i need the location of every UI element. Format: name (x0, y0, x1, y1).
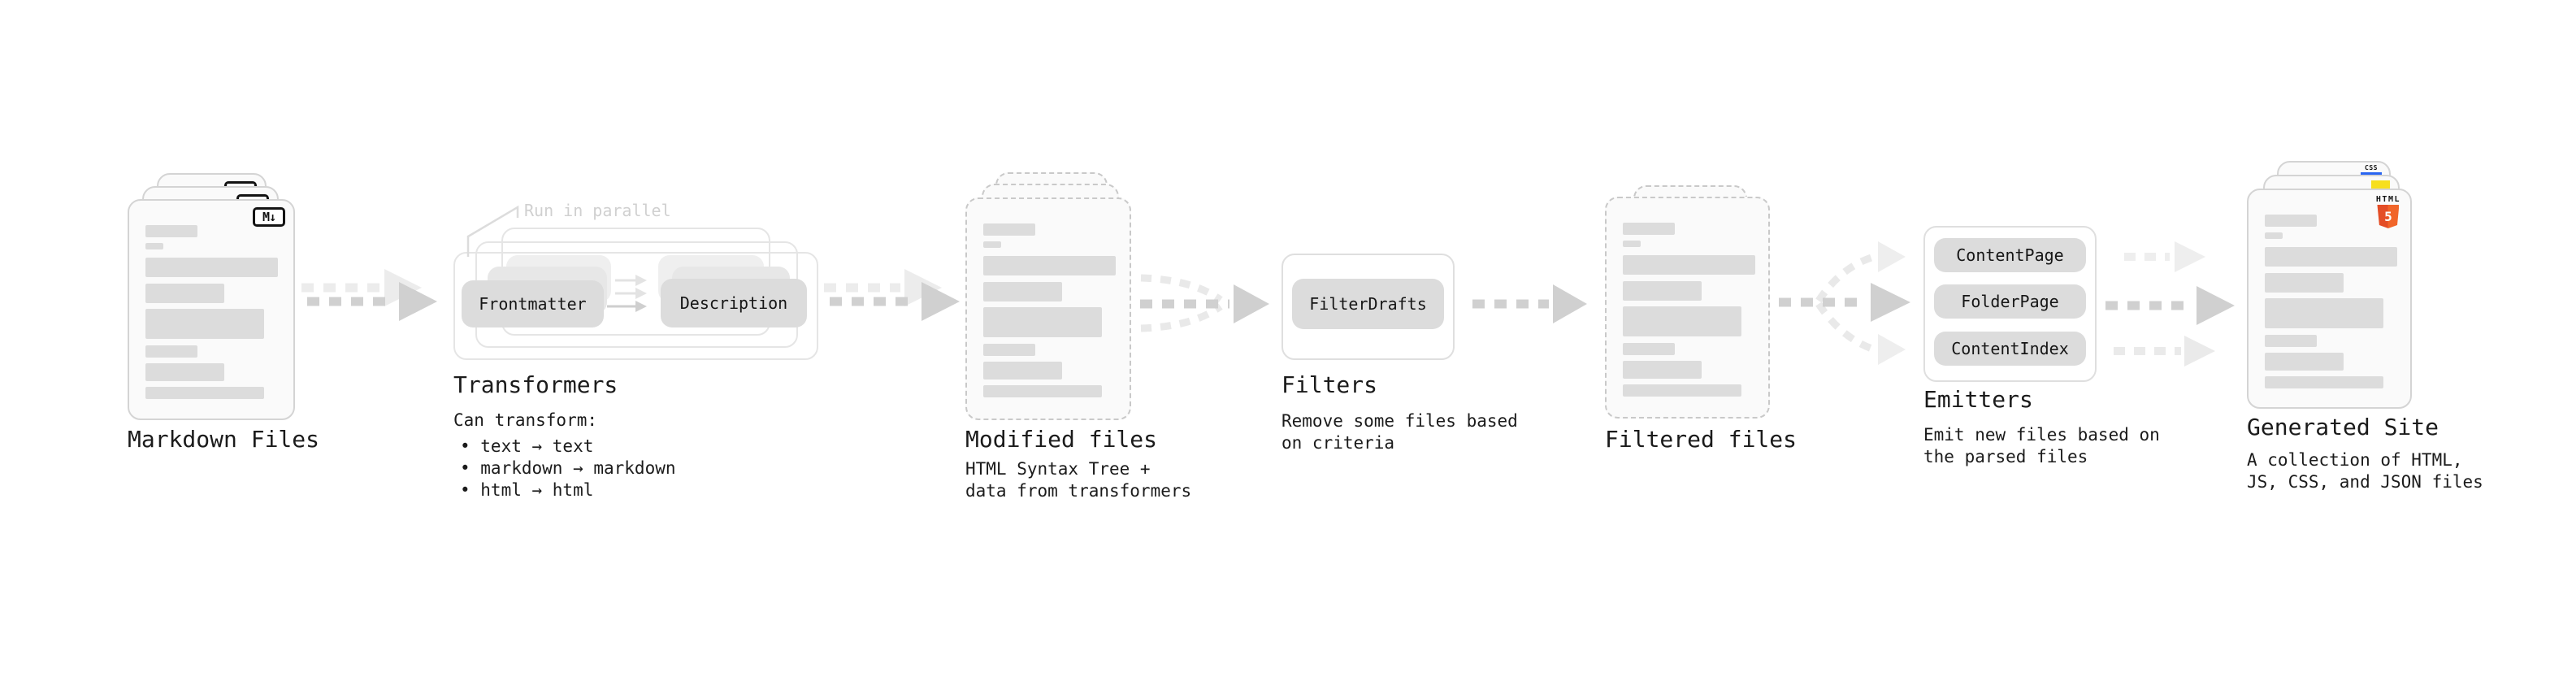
skeleton-line (983, 344, 1035, 356)
frontmatter-chip: Frontmatter (462, 280, 604, 327)
stage-title-modified: Modified files (965, 426, 1158, 453)
skeleton-line (1623, 241, 1641, 247)
caption-line: HTML Syntax Tree + (965, 459, 1151, 479)
stage-title-generated: Generated Site (2247, 414, 2439, 440)
skeleton-line (145, 345, 197, 358)
run-in-parallel-note: Run in parallel (524, 201, 671, 220)
arrow-filters-to-filtered (1472, 284, 1587, 323)
skeleton-line (983, 307, 1102, 337)
generated-caption: A collection of HTML, JS, CSS, and JSON … (2247, 449, 2483, 493)
skeleton-line (145, 225, 197, 237)
css-icon-label: CSS (2365, 164, 2378, 171)
skeleton-line (983, 385, 1102, 397)
skeleton-line (983, 241, 1001, 248)
html5-icon-label: HTML (2375, 195, 2400, 204)
transformers-caption: Can transform: (453, 410, 598, 430)
skeleton-line (145, 309, 264, 339)
stage-title-transformers: Transformers (453, 371, 618, 398)
skeleton-line (1623, 384, 1741, 397)
arrow-transformers-to-modified (824, 269, 960, 321)
skeleton-line (145, 363, 224, 381)
modified-caption: HTML Syntax Tree + data from transformer… (965, 458, 1191, 502)
skeleton-line (1623, 255, 1755, 275)
stage-title-filtered: Filtered files (1605, 426, 1798, 453)
skeleton-line (1623, 306, 1741, 336)
skeleton-line (2265, 335, 2317, 347)
html5-icon: HTML 5 (2376, 195, 2400, 228)
caption-line: Remove some files based (1281, 411, 1518, 431)
filterdrafts-chip: FilterDrafts (1292, 279, 1444, 329)
skeleton-line (1623, 361, 1702, 379)
transformer-container-front (453, 252, 818, 360)
skeleton-line (1623, 223, 1675, 235)
modified-file-card-front (965, 197, 1131, 420)
skeleton-line (983, 362, 1062, 380)
generated-html-card: HTML 5 (2247, 189, 2412, 409)
css-icon-bar (2361, 172, 2382, 176)
skeleton-line (983, 223, 1035, 236)
js-icon (2371, 180, 2390, 189)
contentindex-chip: ContentIndex (1934, 332, 2086, 366)
skeleton-line (2265, 298, 2383, 328)
html5-icon-shield: 5 (2377, 205, 2400, 228)
skeleton-line (2265, 273, 2344, 293)
skeleton-line (2265, 247, 2397, 267)
skeleton-line (2265, 215, 2317, 227)
markdown-icon: M↓ (253, 207, 285, 227)
stage-title-markdown: Markdown Files (128, 426, 320, 453)
filters-caption: Remove some files based on criteria (1281, 410, 1518, 454)
bullet-line: • markdown → markdown (460, 458, 676, 478)
skeleton-line (145, 243, 163, 249)
caption-line: the parsed files (1923, 447, 2088, 466)
caption-line: JS, CSS, and JSON files (2247, 472, 2483, 492)
skeleton-line (2265, 232, 2283, 239)
arrow-filtered-to-emitters-split (1779, 241, 1910, 365)
skeleton-line (2265, 376, 2383, 388)
arrow-markdown-to-transformers (301, 269, 437, 321)
skeleton-line (983, 256, 1116, 275)
skeleton-line (983, 282, 1062, 301)
caption-line: data from transformers (965, 481, 1192, 501)
emitters-caption: Emit new files based on the parsed files (1923, 424, 2160, 468)
arrow-modified-to-filters-merge (1140, 274, 1269, 332)
description-chip: Description (661, 279, 807, 327)
contentpage-chip: ContentPage (1934, 238, 2086, 272)
skeleton-line (1623, 343, 1675, 355)
skeleton-line (145, 258, 278, 277)
arrow-emitters-to-generated (2105, 241, 2235, 367)
stage-title-filters: Filters (1281, 371, 1378, 398)
stage-title-emitters: Emitters (1923, 386, 2033, 413)
caption-line: on criteria (1281, 433, 1395, 453)
folderpage-chip: FolderPage (1934, 284, 2086, 319)
css-icon: CSS (2360, 165, 2383, 176)
skeleton-line (145, 284, 224, 303)
bullet-line: • text → text (460, 436, 594, 456)
caption-line: A collection of HTML, (2247, 450, 2463, 470)
transformers-bullets: • text → text • markdown → markdown • ht… (460, 436, 676, 501)
filtered-file-card-front (1605, 197, 1770, 419)
skeleton-line (145, 387, 264, 399)
bullet-line: • html → html (460, 480, 594, 500)
skeleton-line (1623, 281, 1702, 301)
markdown-file-card-front: M↓ (128, 199, 295, 420)
caption-line: Emit new files based on (1923, 425, 2160, 445)
skeleton-line (2265, 353, 2344, 371)
